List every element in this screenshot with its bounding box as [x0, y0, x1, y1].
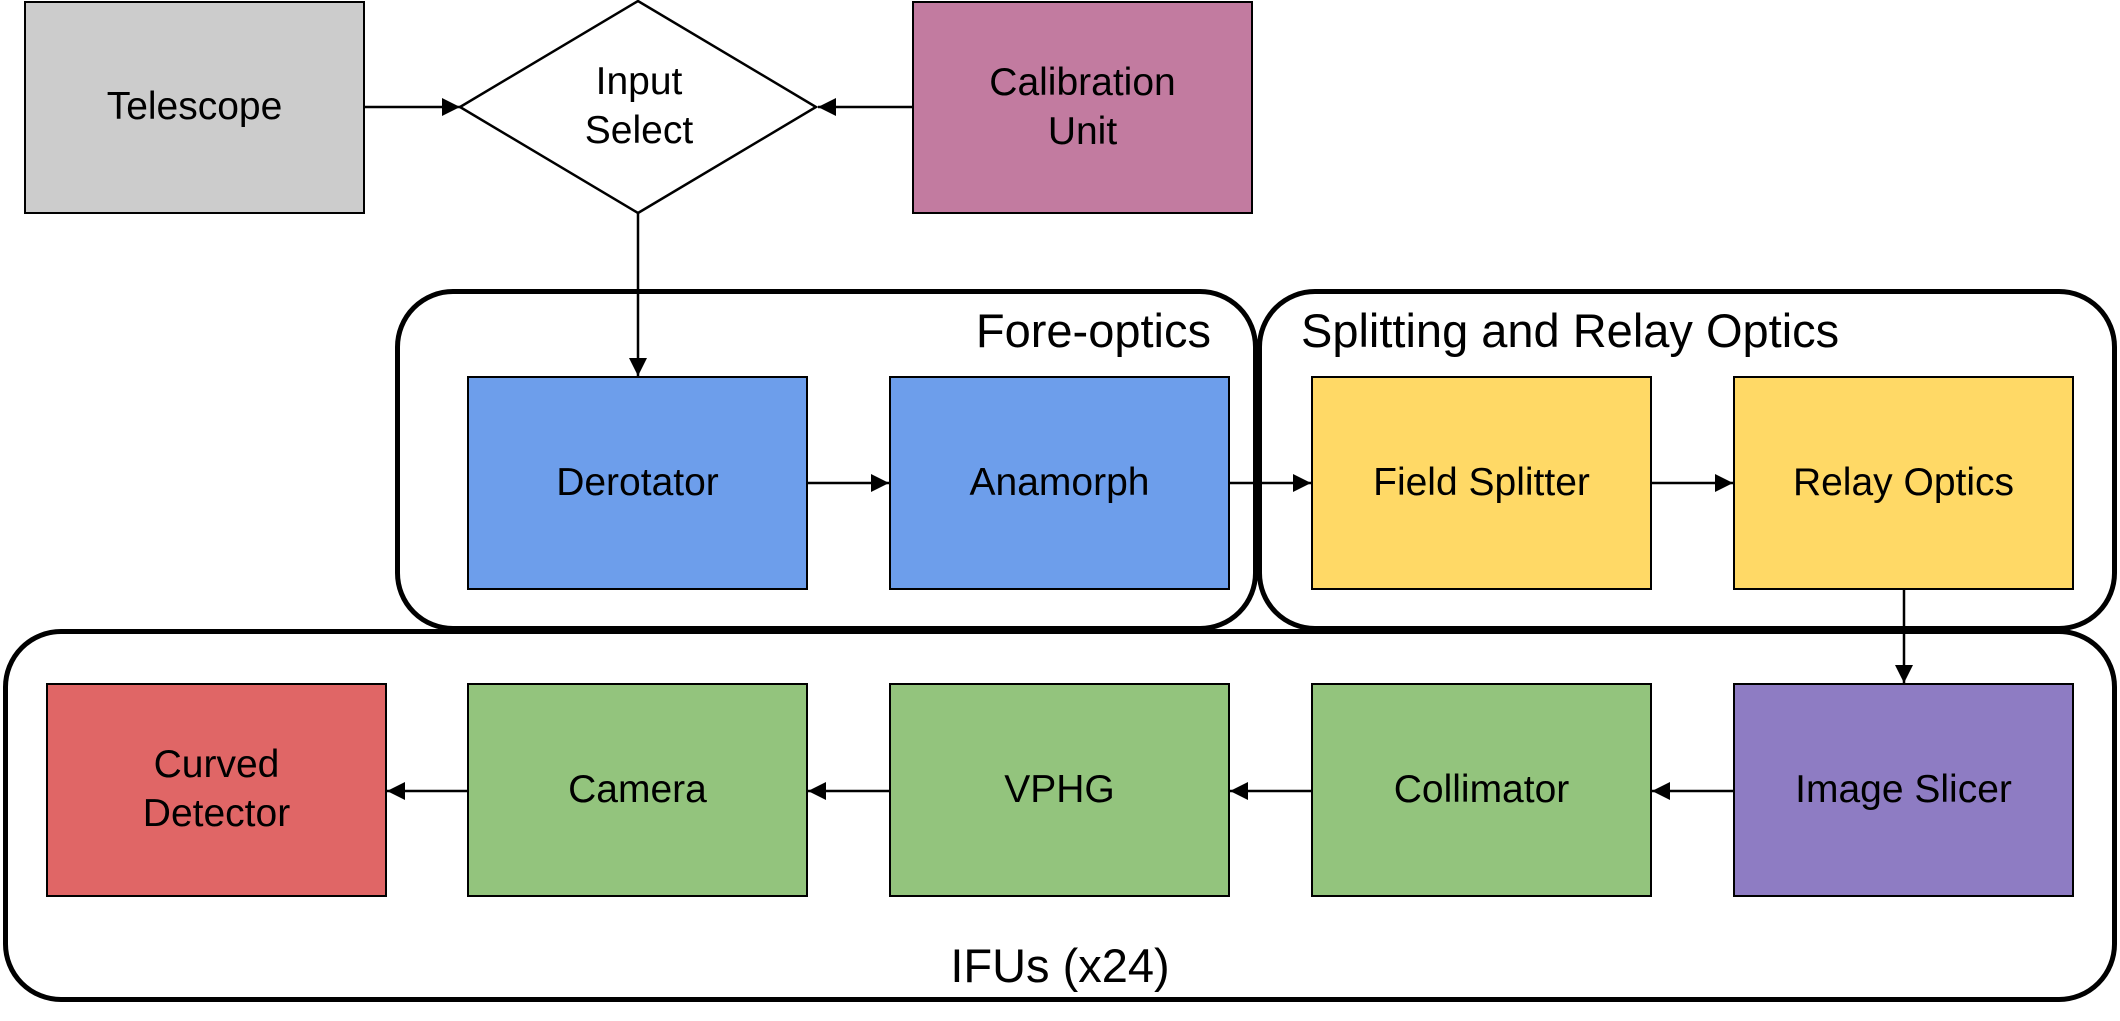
input-select-label: Input Select [584, 60, 694, 152]
vphg-node: VPHG [889, 683, 1230, 897]
group-fore-optics: Fore-optics [395, 289, 1258, 631]
derotator-label: Derotator [556, 460, 719, 504]
input-select-node: Input Select [459, 0, 819, 214]
vphg-label: VPHG [1004, 767, 1115, 811]
camera-node: Camera [467, 683, 808, 897]
curved-detector-node: Curved Detector [46, 683, 387, 897]
camera-label: Camera [568, 767, 707, 811]
group-ifus-title: IFUs (x24) [950, 939, 1170, 992]
curved-detector-label: Curved Detector [142, 743, 291, 835]
telescope-label: Telescope [106, 85, 283, 129]
telescope-node: Telescope [24, 1, 365, 214]
collimator-label: Collimator [1393, 767, 1570, 811]
group-splitting-relay-optics: Splitting and Relay Optics [1257, 289, 2117, 631]
relay-optics-node: Relay Optics [1733, 376, 2074, 590]
anamorph-node: Anamorph [889, 376, 1230, 590]
relay-optics-label: Relay Optics [1792, 460, 2015, 504]
image-slicer-label: Image Slicer [1795, 767, 2012, 811]
image-slicer-node: Image Slicer [1733, 683, 2074, 897]
field-splitter-label: Field Splitter [1373, 460, 1590, 504]
field-splitter-node: Field Splitter [1311, 376, 1652, 590]
group-ifus: IFUs (x24) [3, 629, 2117, 1002]
collimator-node: Collimator [1311, 683, 1652, 897]
calibration-unit-label: Calibration Unit [989, 60, 1176, 153]
group-splitting-relay-title: Splitting and Relay Optics [1301, 304, 1840, 357]
anamorph-label: Anamorph [969, 460, 1150, 504]
calibration-unit-node: Calibration Unit [912, 1, 1253, 214]
derotator-node: Derotator [467, 376, 808, 590]
group-fore-optics-title: Fore-optics [975, 304, 1211, 357]
